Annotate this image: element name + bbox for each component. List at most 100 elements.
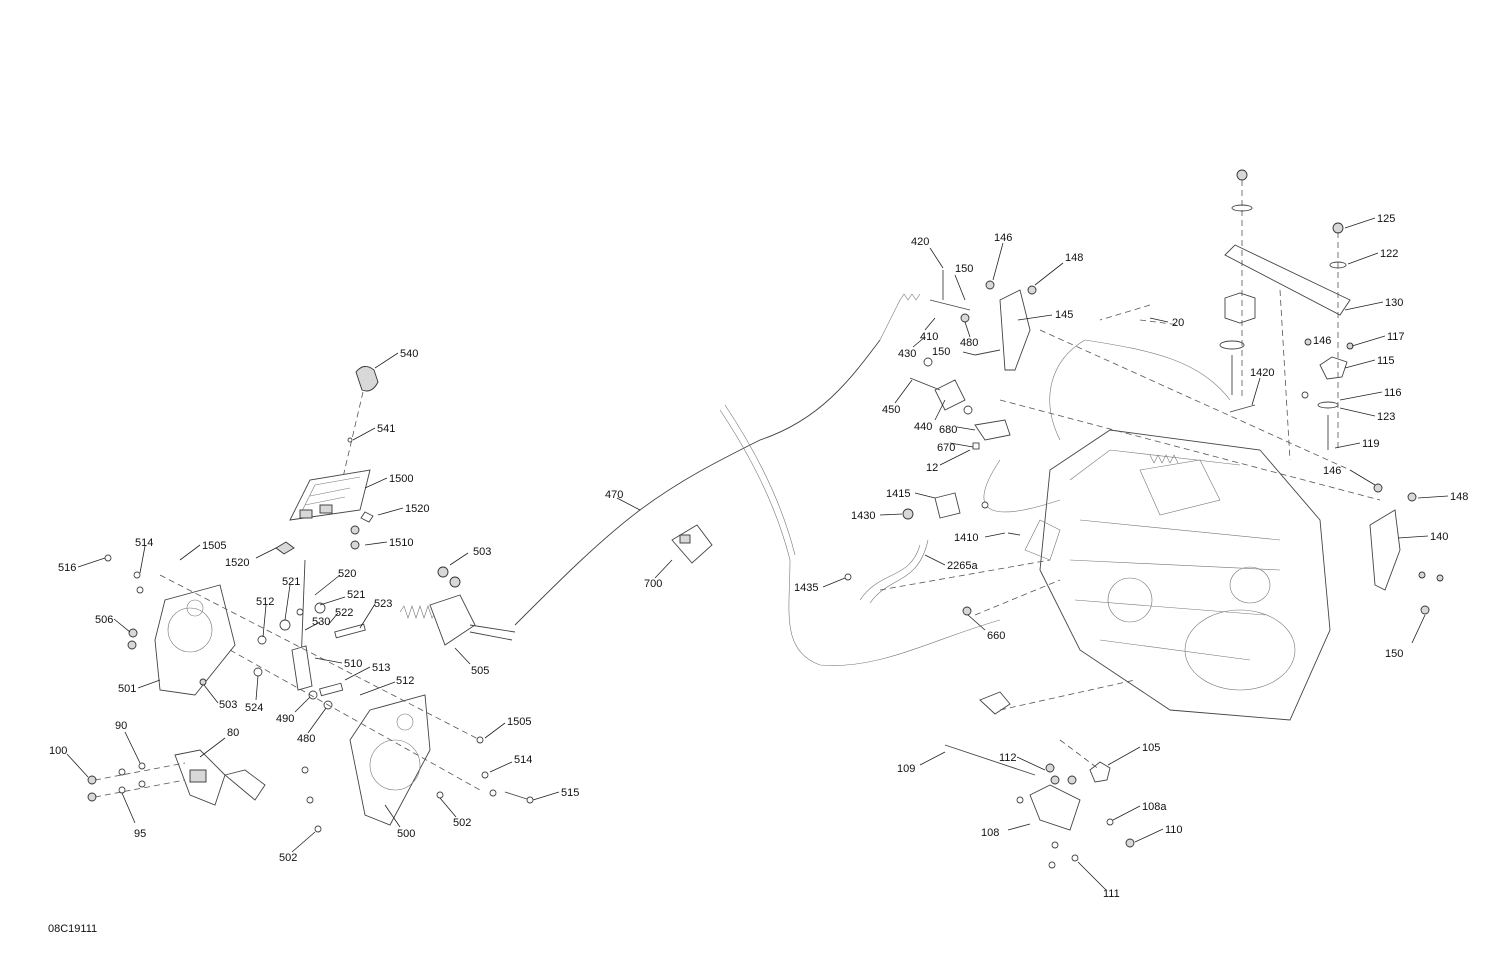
callout-450: 450	[882, 404, 900, 416]
callout-90: 90	[115, 720, 127, 732]
callout-150-b: 150	[932, 346, 950, 358]
callout-660: 660	[987, 630, 1005, 642]
callout-1430: 1430	[851, 510, 875, 522]
callout-521: 521	[282, 576, 300, 588]
callout-labels: 540 541 1500 1520 1510 1505 1520 514 516…	[49, 213, 1468, 900]
callout-430: 430	[898, 348, 916, 360]
callout-503: 503	[219, 699, 237, 711]
callout-146-c: 146	[1323, 465, 1341, 477]
callout-440: 440	[914, 421, 932, 433]
callout-505: 505	[471, 665, 489, 677]
callout-110: 110	[1165, 824, 1183, 836]
lower-bracket-assembly	[87, 749, 266, 806]
callout-524: 524	[245, 702, 263, 714]
callout-420: 420	[911, 236, 929, 248]
callout-512: 512	[256, 596, 274, 608]
callout-111: 111	[1103, 888, 1120, 900]
callout-521-b: 521	[347, 589, 365, 601]
callout-490: 490	[276, 713, 294, 725]
callout-1500: 1500	[389, 473, 413, 485]
callout-1505: 1505	[202, 540, 226, 552]
callout-105: 105	[1142, 742, 1160, 754]
callout-130: 130	[1385, 297, 1403, 309]
callout-146: 146	[994, 232, 1012, 244]
callout-520: 520	[338, 568, 356, 580]
callout-80: 80	[227, 727, 239, 739]
callout-112: 112	[999, 752, 1017, 764]
right-engine-bracket	[1369, 509, 1401, 591]
callout-148: 148	[1065, 252, 1083, 264]
callout-510: 510	[344, 658, 362, 670]
callout-108a: 108a	[1142, 801, 1167, 813]
callout-100: 100	[49, 745, 67, 757]
shift-knob	[355, 366, 379, 392]
callout-515: 515	[561, 787, 579, 799]
callout-1415: 1415	[886, 488, 910, 500]
shift-cable	[514, 293, 1001, 666]
callout-502-b: 502	[279, 852, 297, 864]
callout-501: 501	[118, 683, 136, 695]
callout-680: 680	[939, 424, 957, 436]
callout-670: 670	[937, 442, 955, 454]
callout-146-b: 146	[1313, 335, 1331, 347]
left-engine-bracket	[999, 289, 1031, 371]
callout-540: 540	[400, 348, 418, 360]
callout-115: 115	[1377, 355, 1395, 367]
callout-480-b: 480	[960, 337, 978, 349]
callout-541: 541	[377, 423, 395, 435]
callout-150: 150	[955, 263, 973, 275]
lower-engine-mount	[1029, 784, 1081, 831]
callout-522: 522	[335, 607, 353, 619]
callout-523: 523	[374, 598, 392, 610]
left-side-plate	[154, 584, 236, 696]
right-side-plate	[349, 694, 431, 826]
callout-108: 108	[981, 827, 999, 839]
callout-514: 514	[135, 537, 153, 549]
shift-console	[289, 469, 371, 521]
callout-470: 470	[605, 489, 623, 501]
callout-512-b: 512	[396, 675, 414, 687]
callout-1435: 1435	[794, 582, 818, 594]
callout-1505-b: 1505	[507, 716, 531, 728]
callout-502: 502	[453, 817, 471, 829]
callout-2265a: 2265a	[947, 560, 978, 572]
callout-145: 145	[1055, 309, 1073, 321]
callout-410: 410	[920, 331, 938, 343]
callout-125: 125	[1377, 213, 1395, 225]
cable-bracket	[429, 594, 476, 646]
callout-500: 500	[397, 828, 415, 840]
callout-1420: 1420	[1250, 367, 1274, 379]
callout-700: 700	[644, 578, 662, 590]
callout-116: 116	[1384, 387, 1402, 399]
callout-117: 117	[1387, 331, 1405, 343]
callout-109: 109	[897, 763, 915, 775]
callout-140: 140	[1430, 531, 1448, 543]
callout-1520-b: 1520	[225, 557, 249, 569]
callout-1520: 1520	[405, 503, 429, 515]
callout-119: 119	[1362, 438, 1380, 450]
callout-148-b: 148	[1450, 491, 1468, 503]
callout-516: 516	[58, 562, 76, 574]
callout-1410: 1410	[954, 532, 978, 544]
engine-assembly	[844, 169, 1444, 869]
callout-514-b: 514	[514, 754, 532, 766]
callout-122: 122	[1380, 248, 1398, 260]
leader-lines	[66, 217, 1449, 891]
callout-150-c: 150	[1385, 648, 1403, 660]
engine-mount-bar	[1224, 244, 1351, 316]
engine-block	[1039, 429, 1331, 721]
callout-480: 480	[297, 733, 315, 745]
callout-12: 12	[926, 462, 938, 474]
callout-503-b: 503	[473, 546, 491, 558]
callout-513: 513	[372, 662, 390, 674]
callout-20: 20	[1172, 317, 1184, 329]
shifter-assembly	[104, 366, 534, 833]
callout-506: 506	[95, 614, 113, 626]
callout-123: 123	[1377, 411, 1395, 423]
cable-clip	[671, 524, 713, 564]
callout-1510: 1510	[389, 537, 413, 549]
diagram-reference-code: 08C19111	[48, 923, 98, 935]
callout-530: 530	[312, 616, 330, 628]
callout-95: 95	[134, 828, 146, 840]
